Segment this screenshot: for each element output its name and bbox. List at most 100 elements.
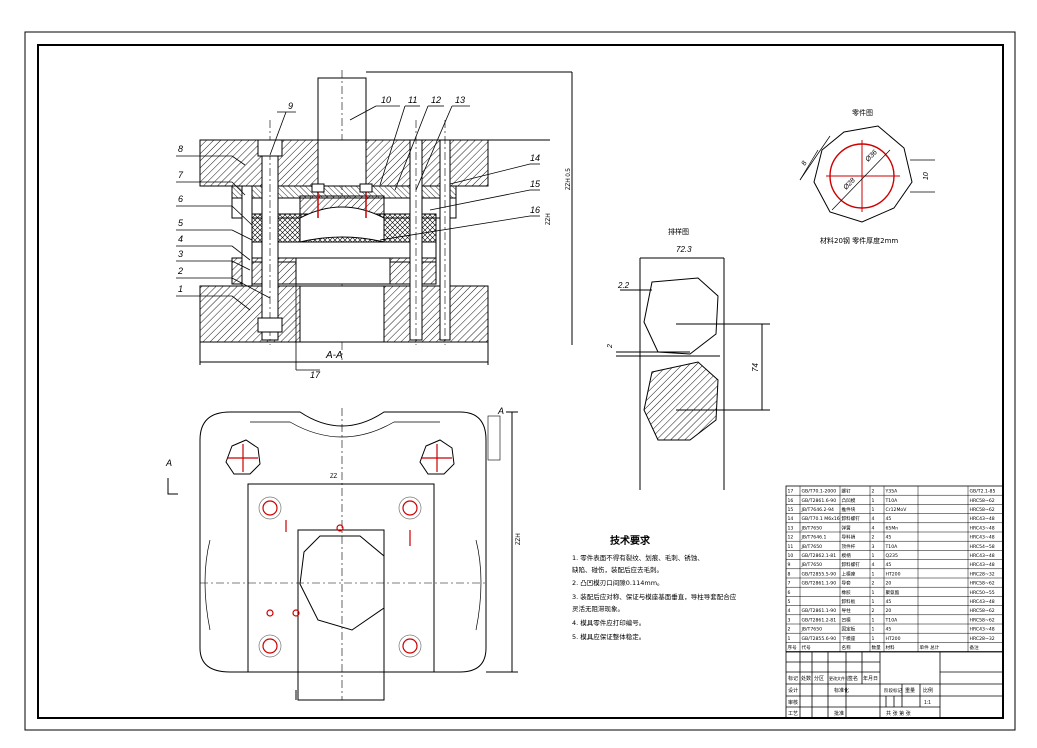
punch-die (299, 206, 385, 243)
bom-cell: GB/T2.1-85 (970, 489, 996, 495)
bom-cell: 9 (788, 562, 791, 568)
bom-cell: 1 (872, 617, 875, 623)
tb-count: 处数 (801, 675, 811, 682)
part-no-13: 13 (455, 95, 465, 105)
plan-red-marks (228, 444, 452, 654)
bom-cell: JB/T7650 (801, 525, 823, 531)
bom-cell: HRC50~55 (970, 590, 995, 596)
bom-cell: 弹簧 (842, 524, 852, 531)
tech-req-item: 4. 模具零件应打印编号。 (572, 618, 645, 627)
tb-doc: 更改文件号 (829, 675, 849, 681)
bom-cell: 45 (886, 599, 892, 605)
bom-cell: 12 (788, 535, 794, 541)
inner-frame (37, 44, 1004, 719)
bom-cell: 推件块 (842, 506, 856, 513)
tb-ratio-label: 比例 (923, 687, 933, 694)
bom-cell: 螺钉 (842, 488, 852, 495)
bom-cell: GB/T2861.1-90 (802, 581, 837, 587)
blank-contour-lower (643, 361, 719, 441)
bom-cell: 45 (886, 562, 892, 568)
dim-chamfer: 2.2 (617, 281, 630, 290)
blank-strip (297, 529, 385, 701)
bom-cell: 16 (788, 498, 794, 504)
bom-cell: 14 (788, 516, 794, 522)
bom-cell: 3 (872, 544, 875, 550)
bom-cell: 20 (886, 581, 892, 587)
bom-header-cell: 名称 (842, 644, 852, 651)
part-no-3: 3 (178, 249, 183, 259)
part-title: 零件图 (852, 108, 873, 117)
bom-cell: HT200 (886, 571, 901, 577)
part-no-1: 1 (178, 284, 183, 294)
bom-cell: HRC54~58 (970, 544, 995, 550)
tech-req-title: 技术要求 (610, 534, 651, 547)
bom-cell: HRC43~48 (970, 562, 995, 568)
part-no-16: 16 (530, 205, 540, 215)
bom-cell: GB/T2862.1-81 (802, 553, 837, 559)
lower-die-outline (199, 411, 487, 673)
tb-date: 年月日 (863, 675, 878, 682)
tb-design: 设计 (788, 687, 798, 694)
tb-zone: 分区 (814, 675, 824, 682)
tb-sign: 签名 (848, 675, 858, 682)
bom-header-cell: 代号 (802, 644, 812, 651)
dim-eight: 8 (801, 160, 809, 167)
bom-cell: GB/T70.1 M6x16 (802, 516, 840, 522)
bom-cell: 卸料螺钉 (842, 515, 861, 522)
dim-gap: 2 (607, 344, 614, 349)
bom-cell: JB/T7650 (801, 544, 823, 550)
bom-cell: 20 (886, 608, 892, 614)
bom-cell: 7 (788, 581, 791, 587)
part-no-10: 10 (381, 95, 391, 105)
part-leaders-top (269, 105, 540, 371)
bom-cell: JB/T7646.2-94 (801, 507, 835, 513)
tb-ratio: 1:1 (924, 700, 931, 706)
dim-strip-width: 72.3 (676, 245, 692, 254)
bom-cell: HT200 (886, 636, 901, 642)
bom-cell: GB/T70.1-2000 (802, 489, 837, 495)
plan-gray-bolts (258, 496, 422, 658)
bom-cell: 17 (788, 489, 794, 495)
dim-ten: 10 (923, 172, 930, 180)
bom-cell: Cr12MoV (886, 507, 908, 513)
bom-cell: 橡胶 (842, 589, 852, 596)
bom-cell: Q235 (886, 553, 898, 559)
blank-contour-upper (643, 277, 719, 355)
bom-cell: 导套 (842, 580, 852, 587)
part-no-5: 5 (178, 218, 184, 228)
bom-cell: HRC58~62 (970, 608, 995, 614)
bom-cell: 45 (886, 627, 892, 633)
bom-cell: GB/T2861.2-81 (802, 617, 837, 623)
part-no-17: 17 (310, 370, 321, 380)
bom-cell: 下模座 (842, 635, 856, 642)
bom-cell: HRC43~48 (970, 599, 995, 605)
bom-cell: 聚氨酯 (886, 589, 900, 596)
bom-cell: JB/T7650 (801, 627, 823, 633)
part-no-6: 6 (178, 194, 183, 204)
part-no-11: 11 (408, 95, 417, 105)
part-no-8: 8 (178, 144, 183, 154)
bom-cell: 固定板 (842, 626, 856, 633)
tech-req-item: 3. 装配后应对称、保证与模座基面垂直，导柱导套配合应 (572, 592, 737, 601)
bom-cell: HRC28~32 (970, 636, 995, 642)
bom-cell: 1 (872, 571, 875, 577)
section-view (199, 70, 573, 365)
bom-cell: 2 (872, 581, 875, 587)
bom-cell: HRC43~48 (970, 525, 995, 531)
bom-header-cell: 数量 (872, 644, 882, 651)
bom-cell: 4 (872, 525, 875, 531)
bom-cell: HRC58~62 (970, 507, 995, 513)
bom-cell: 卸料板 (842, 598, 856, 605)
bom-cell: 4 (872, 516, 875, 522)
bom-cell: T10A (885, 544, 899, 550)
bom-cell: HRC58~62 (970, 617, 995, 623)
bom-cell: 导料销 (842, 534, 856, 541)
tech-req-item: 1. 零件表面不得有裂纹、划痕、毛刺、锈蚀、 (572, 553, 704, 562)
part-no-7: 7 (178, 170, 184, 180)
part-note: 材料20钢 零件厚度2mm (820, 236, 898, 245)
tb-approve: 批准 (834, 710, 844, 717)
section-arrow-label-left: A (165, 458, 172, 468)
bom-cell: 1 (872, 636, 875, 642)
part-no-12: 12 (431, 95, 441, 105)
